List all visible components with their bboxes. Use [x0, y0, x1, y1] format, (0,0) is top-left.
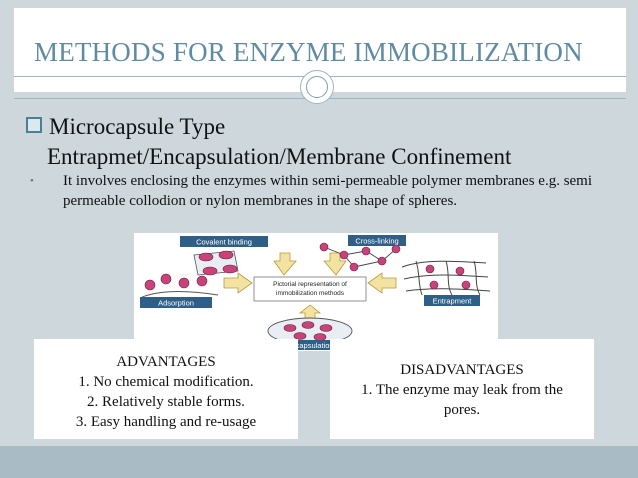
enzyme-shape	[461, 280, 471, 290]
enzyme-shape	[429, 280, 439, 290]
enzyme-shape	[391, 244, 401, 254]
enzyme-shape	[160, 273, 172, 285]
enzyme-shape	[349, 262, 359, 272]
label-encapsulation-box	[278, 340, 342, 350]
arrow-to-crosslinking	[323, 252, 347, 276]
enzyme-shape	[144, 279, 156, 291]
enzyme-shape	[293, 332, 307, 340]
footer-band	[0, 446, 638, 478]
label-crosslinking: Cross-linking	[355, 237, 398, 246]
arrow-to-entrapment	[367, 272, 397, 294]
arrow-to-encapsulation	[298, 304, 322, 320]
immobilization-diagram: Pictorial representation of immobilizati…	[140, 235, 491, 350]
label-entrapment: Entrapment	[433, 297, 473, 306]
enzyme-shape	[455, 266, 465, 276]
enzyme-shape	[196, 275, 208, 287]
enzyme-shape	[313, 333, 327, 341]
immobilization-methods-figure: Pictorial representation of immobilizati…	[134, 233, 498, 351]
disadvantages-item-1-line-1: 1. The enzyme may leak from the	[361, 382, 563, 398]
bullet-text: It involves enclosing the enzymes within…	[63, 173, 593, 209]
enzyme-shape	[198, 252, 214, 262]
enzyme-shape	[361, 246, 371, 256]
enzyme-shape	[222, 264, 238, 274]
disadvantages-box: DISADVANTAGES 1. The enzyme may leak fro…	[330, 339, 594, 439]
enzyme-shape	[283, 324, 297, 332]
center-label-line-1: Pictorial representation of	[273, 281, 347, 288]
enzyme-shape	[377, 256, 387, 266]
enzyme-shape	[319, 242, 329, 252]
disadvantages-heading: DISADVANTAGES	[400, 362, 524, 378]
entrapment-mesh	[401, 260, 491, 296]
enzyme-shape	[339, 250, 349, 260]
heading-line-2: Entrapmet/Encapsulation/Membrane Confine…	[47, 144, 512, 169]
heading-line-1: Microcapsule Type	[49, 114, 226, 139]
label-adsorption: Adsorption	[158, 299, 194, 308]
advantages-heading: ADVANTAGES	[116, 354, 216, 370]
enzyme-shape	[425, 264, 435, 274]
enzyme-shape	[202, 266, 218, 276]
label-encapsulation: Encapsulation	[286, 341, 333, 350]
checkbox-bullet-icon	[26, 117, 42, 133]
center-label-line-2: immobilization methods	[276, 290, 345, 297]
divider-ring-ornament	[300, 70, 334, 104]
label-covalent-box	[180, 236, 268, 247]
label-crosslinking-box	[348, 235, 406, 246]
arrow-to-adsorption	[223, 272, 253, 294]
label-covalent: Covalent binding	[196, 238, 252, 247]
arrow-to-covalent	[273, 252, 297, 276]
label-entrapment-box	[424, 295, 480, 306]
enzyme-shape	[301, 321, 315, 329]
bullet-marker: •	[30, 175, 34, 187]
advantages-box: ADVANTAGES 1. No chemical modification. …	[34, 339, 298, 439]
advantages-item-1: 1. No chemical modification.	[78, 374, 254, 390]
slide-title: METHODS FOR ENZYME IMMOBILIZATION	[34, 37, 583, 67]
enzyme-shape	[178, 277, 190, 289]
adsorption-support	[141, 291, 219, 298]
disadvantages-item-1-line-2: pores.	[443, 402, 481, 418]
advantages-item-3: 3. Easy handling and re-usage	[75, 414, 257, 430]
advantages-item-2: 2. Relatively stable forms.	[87, 394, 245, 410]
enzyme-shape	[218, 250, 234, 260]
center-label-box	[253, 276, 367, 302]
section-heading: Microcapsule Type Entrapmet/Encapsulatio…	[26, 112, 511, 172]
label-adsorption-box	[140, 297, 212, 308]
enzyme-shape	[319, 324, 333, 332]
